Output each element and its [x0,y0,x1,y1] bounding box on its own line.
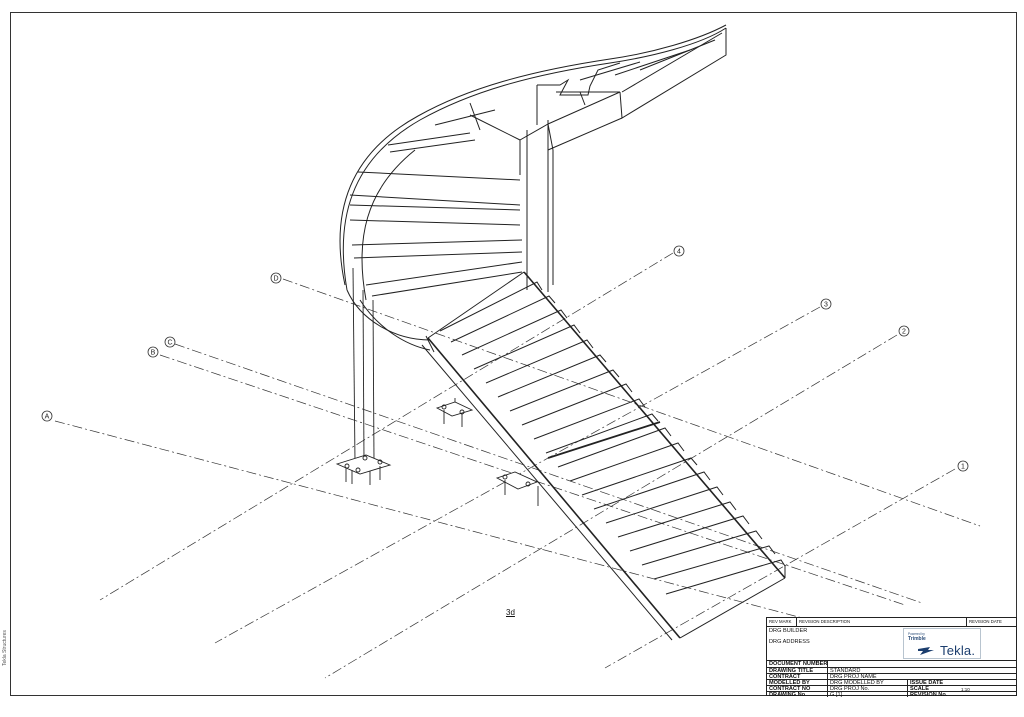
grid-line-c [174,343,923,604]
revision-no-label: REVISION No. [907,692,1018,697]
drawing-no-row: DRAWING No G [1] REVISION No. [767,691,1016,697]
document-number-value [827,661,1018,667]
grid-bubble-4 [673,245,685,257]
contract-no-value: DRG PROJ No. [827,686,907,691]
grid-label-3: 3 [824,302,828,309]
grid-bubble-c [164,336,176,348]
grid-bubble-a [41,410,53,422]
contract-value: DRG PROJ NAME [827,674,1018,679]
tekla-logo: Powered by Trimble Tekla. [903,628,981,659]
grid-line-1 [604,468,956,669]
grid-line-4 [99,252,674,601]
grid-bubble-1 [957,460,969,472]
contract-row: CONTRACT DRG PROJ NAME [767,673,1016,679]
grid-line-a [54,420,811,621]
grid-label-b: B [151,350,156,357]
grid-line-2 [324,334,898,679]
grid-label-1: 1 [961,464,965,471]
revision-date-label: REVISION DATE [966,618,1018,626]
grid-lines [54,252,981,679]
contract-no-label: CONTRACT NO [769,686,811,691]
drawing-title-label: DRAWING TITLE [769,668,814,673]
grid-label-d: D [273,276,278,283]
trimble-logo: Trimble [908,636,926,642]
title-block: REV MARK REVISION DESCRIPTION REVISION D… [766,617,1017,697]
support-columns [335,267,539,506]
straight-flight [421,271,786,641]
issue-date-label: ISSUE DATE [907,680,1018,685]
grid-bubble-2 [898,325,910,337]
builder-row: DRG BUILDER DRG ADDRESS [767,626,1016,660]
grid-label-4: 4 [677,249,681,256]
scale-label: SCALE [907,686,959,691]
scale-value: 1:10 [961,687,970,691]
powered-by-text: Powered by [908,632,925,636]
tekla-wordmark: Tekla. [940,643,976,658]
grid-label-c: C [167,340,172,347]
revision-header-row: REV MARK REVISION DESCRIPTION REVISION D… [767,618,1016,626]
modelled-by-row: MODELLED BY DRG MODELLED BY ISSUE DATE [767,679,1016,685]
tekla-mark-icon [918,647,934,655]
contract-label: CONTRACT [769,674,801,679]
grid-bubble-d [270,272,282,284]
drawing-no-label: DRAWING No [769,692,806,697]
document-number-label: DOCUMENT NUMBER [769,661,827,667]
spiral-stair [339,24,727,351]
modelled-by-value: DRG MODELLED BY [827,680,907,685]
grid-label-a: A [45,414,50,421]
contract-no-row: CONTRACT NO DRG PROJ No. SCALE 1:10 [767,685,1016,691]
drawing-title-row: DRAWING TITLE STANDARD [767,667,1016,673]
grid-line-d [282,278,981,527]
view-label: 3d [506,608,515,617]
revision-description-label: REVISION DESCRIPTION [796,618,966,626]
drawing-title-value: STANDARD [827,668,1018,673]
modelled-by-label: MODELLED BY [769,680,810,685]
drg-address: DRG ADDRESS [769,639,810,645]
rev-mark-label: REV MARK [769,619,792,624]
drg-builder: DRG BUILDER [769,628,808,634]
grid-bubble-3 [820,298,832,310]
grid-label-2: 2 [902,329,906,336]
drawing-no-value: G [1] [827,692,907,697]
document-number-row: DOCUMENT NUMBER [767,660,1016,667]
grid-bubbles [41,245,969,472]
grid-bubble-b [147,346,159,358]
sheet-frame [10,12,1017,696]
